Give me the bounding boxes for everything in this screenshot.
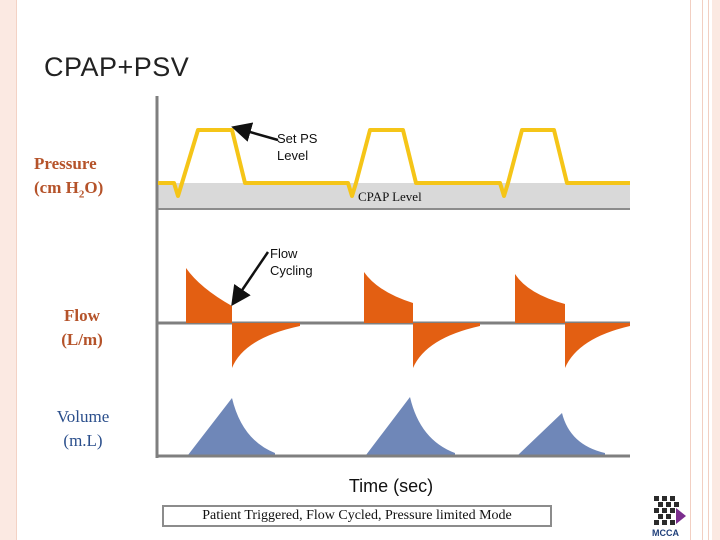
slide-right-rule bbox=[690, 0, 691, 540]
pressure-unit-suffix: O) bbox=[84, 178, 104, 197]
volume-breath-1 bbox=[188, 398, 275, 455]
time-axis-label: Time (sec) bbox=[348, 476, 434, 496]
volume-label-line2: (m.L) bbox=[63, 431, 103, 450]
pressure-label-line2: (cm H2O) bbox=[34, 176, 103, 206]
flow-inspiration-1 bbox=[186, 268, 232, 323]
pressure-unit-subscript: 2 bbox=[78, 188, 85, 201]
pressure-unit-prefix: (cm H bbox=[34, 178, 79, 197]
flow-inspiration-2 bbox=[364, 272, 413, 323]
slide-right-rule bbox=[708, 0, 709, 540]
flow-expiration-3 bbox=[565, 323, 630, 368]
cpap-level-label: CPAP Level bbox=[358, 189, 422, 204]
flow-expiration-1 bbox=[232, 323, 300, 368]
pressure-trace bbox=[158, 128, 630, 198]
cpap-level-band bbox=[158, 183, 630, 209]
set-ps-label-line2: Level bbox=[277, 148, 308, 163]
flow-label-line2: (L/m) bbox=[61, 330, 103, 349]
pressure-axis-label: Pressure (cm H2O) bbox=[34, 152, 103, 206]
slide-title: CPAP+PSV bbox=[44, 52, 190, 82]
flow-expiration-2 bbox=[413, 323, 480, 368]
volume-axis-label: Volume (m.L) bbox=[44, 405, 122, 453]
mcca-logo: MCCA bbox=[652, 496, 686, 538]
logo-text: MCCA bbox=[652, 528, 679, 538]
flow-cycling-label-line2: Cycling bbox=[270, 263, 313, 278]
slide-left-border bbox=[0, 0, 17, 540]
volume-breath-2 bbox=[366, 397, 455, 455]
pressure-label-line1: Pressure bbox=[34, 154, 97, 173]
set-ps-label-line1: Set PS bbox=[277, 131, 318, 146]
flow-inspiration-3 bbox=[515, 274, 565, 323]
set-ps-arrow bbox=[231, 122, 279, 142]
slide-right-border bbox=[712, 0, 720, 540]
slide-right-rule bbox=[702, 0, 703, 540]
volume-label-line1: Volume bbox=[56, 407, 110, 426]
flow-cycling-arrow bbox=[231, 251, 270, 307]
flow-label-line1: Flow bbox=[64, 306, 100, 325]
flow-cycling-label-line1: Flow bbox=[270, 246, 298, 261]
mode-caption: Patient Triggered, Flow Cycled, Pressure… bbox=[162, 505, 552, 527]
volume-breath-3 bbox=[518, 413, 605, 455]
flow-axis-label: Flow (L/m) bbox=[50, 304, 114, 352]
